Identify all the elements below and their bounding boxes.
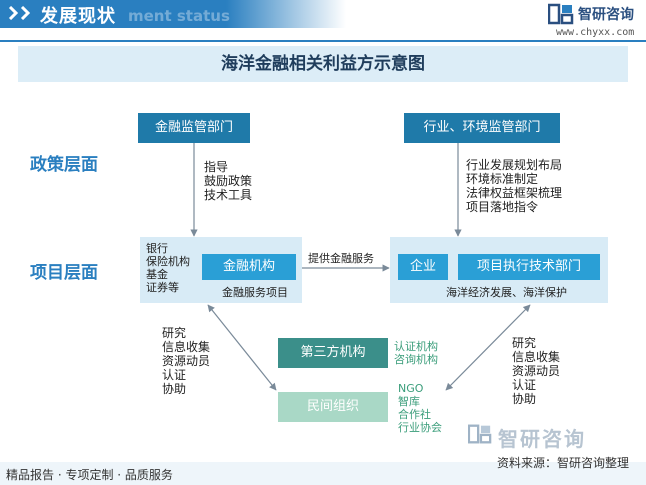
- finance-type: 保险机构: [146, 255, 190, 268]
- arrow-right-diagonal: [445, 304, 531, 391]
- note: 技术工具: [204, 188, 253, 202]
- note: 智库: [398, 395, 420, 408]
- financial-institution-box: 金融机构: [202, 254, 296, 280]
- section-title: 发展现状: [40, 6, 116, 27]
- finance-type: 基金: [146, 268, 168, 281]
- third-party-notes: 认证机构 咨询机构: [394, 340, 438, 366]
- note: 环境标准制定: [466, 172, 539, 186]
- note: 鼓励政策: [204, 174, 253, 188]
- note: 研究: [162, 326, 187, 340]
- watermark-logo-icon: [468, 424, 492, 444]
- note: NGO: [398, 382, 424, 395]
- note: 协助: [162, 382, 187, 396]
- header-divider: [0, 40, 646, 42]
- civil-org-notes: NGO 智库 合作社 行业协会: [398, 382, 442, 434]
- chevron-right-icon: [20, 6, 30, 20]
- layer-label-project: 项目层面: [30, 263, 98, 283]
- header-bar-fade: [226, 0, 346, 28]
- note: 信息收集: [162, 340, 211, 354]
- left-policy-notes: 指导 鼓励政策 技术工具: [204, 160, 252, 202]
- civil-org-box: 民间组织: [278, 392, 388, 422]
- note: 资源动员: [162, 354, 211, 368]
- note: 合作社: [398, 408, 431, 421]
- footer-tagline: 精品报告 · 专项定制 · 品质服务: [6, 468, 173, 482]
- industry-regulator-box: 行业、环境监管部门: [404, 113, 560, 143]
- brand-logo-icon: [548, 3, 574, 25]
- note: 法律权益框架梳理: [466, 186, 563, 200]
- footer: [0, 462, 646, 485]
- third-party-box: 第三方机构: [278, 338, 388, 368]
- diagram-title: 海洋金融相关利益方示意图: [221, 54, 425, 74]
- finance-side-text: 银行 保险机构 基金 证券等: [146, 242, 190, 294]
- brand-name: 智研咨询: [578, 7, 634, 23]
- finance-regulator-box: 金融监管部门: [138, 113, 250, 143]
- header-bar: [0, 0, 226, 28]
- finance-type: 证券等: [146, 281, 179, 294]
- right-policy-notes: 行业发展规划布局 环境标准制定 法律权益框架梳理 项目落地指令: [466, 158, 562, 214]
- note: 行业发展规划布局: [466, 158, 563, 172]
- source-note: 资料来源：智研咨询整理: [497, 456, 630, 470]
- brand-url[interactable]: www.chyxx.com: [556, 27, 635, 38]
- note: 认证: [162, 368, 187, 382]
- left-bottom-notes: 研究 信息收集 资源动员 认证 协助: [162, 326, 210, 396]
- note: 协助: [512, 392, 537, 406]
- title-bar: [18, 46, 628, 82]
- finance-type: 银行: [146, 242, 168, 255]
- note: 咨询机构: [394, 353, 438, 366]
- note: 行业协会: [398, 421, 442, 434]
- layer-label-policy: 政策层面: [30, 155, 98, 175]
- enterprise-caption: 海洋经济发展、海洋保护: [446, 286, 567, 299]
- watermark-brand: 智研咨询: [498, 427, 586, 451]
- note: 项目落地指令: [466, 200, 539, 214]
- finance-caption: 金融服务项目: [222, 286, 288, 299]
- provide-service-label: 提供金融服务: [308, 252, 374, 265]
- note: 指导: [204, 160, 229, 174]
- arrow-left-diagonal: [207, 304, 277, 391]
- note: 认证机构: [394, 340, 438, 353]
- project-tech-dept-box: 项目执行技术部门: [458, 254, 600, 280]
- section-subtitle-ghost: ment status: [128, 7, 230, 25]
- chevron-right-icon: [8, 6, 18, 20]
- enterprise-box: 企业: [398, 254, 448, 280]
